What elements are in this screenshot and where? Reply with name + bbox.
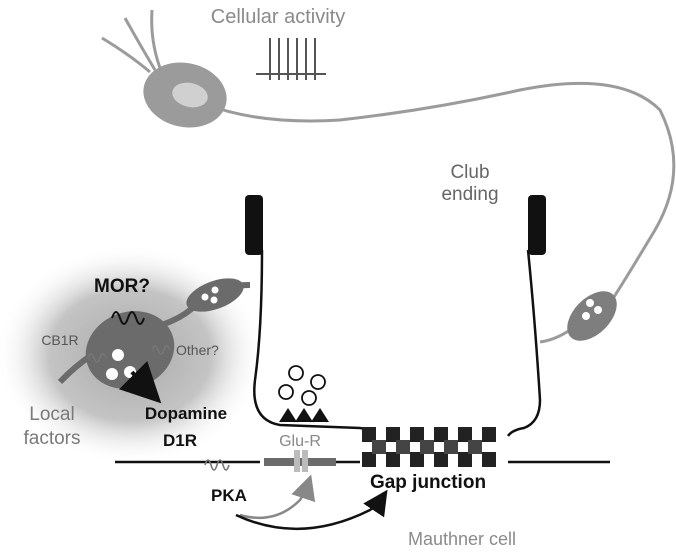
club-ending-terminal bbox=[245, 195, 546, 437]
label-mor: MOR? bbox=[94, 276, 150, 297]
d1r-receptor-icon bbox=[204, 459, 230, 471]
label-d1r: D1R bbox=[163, 431, 197, 450]
presynaptic-neuron bbox=[101, 9, 676, 344]
dopamine-release-arrow bbox=[118, 360, 162, 404]
gap-junction-channels bbox=[362, 427, 496, 467]
label-mauthner-cell: Mauthner cell bbox=[408, 529, 516, 549]
pka-to-glur-arrow bbox=[239, 474, 316, 520]
release-sites bbox=[279, 408, 329, 422]
label-factors: factors bbox=[23, 428, 80, 449]
other-receptor-icon bbox=[151, 345, 171, 355]
pka-to-gap-junction-arrow bbox=[235, 489, 388, 530]
spike-raster bbox=[256, 38, 326, 80]
cb1r-receptor-icon bbox=[87, 353, 107, 363]
label-cellular-activity: Cellular activity bbox=[211, 6, 345, 28]
label-dopamine: Dopamine bbox=[145, 404, 227, 423]
label-glu-r: Glu-R bbox=[279, 433, 321, 450]
label-club-ending-2: ending bbox=[441, 184, 498, 205]
label-pka: PKA bbox=[211, 486, 247, 505]
axon-varicosity-right bbox=[567, 291, 617, 341]
neuron-soma bbox=[143, 62, 227, 128]
label-cb1r: CB1R bbox=[41, 332, 78, 348]
label-gap-junction: Gap junction bbox=[370, 472, 486, 493]
glu-receptor bbox=[294, 450, 308, 472]
label-other: Other? bbox=[176, 342, 219, 358]
label-local: Local bbox=[29, 404, 74, 425]
synaptic-vesicles bbox=[278, 365, 326, 406]
mor-receptor-icon bbox=[111, 311, 145, 325]
label-club-ending-1: Club bbox=[450, 162, 489, 183]
